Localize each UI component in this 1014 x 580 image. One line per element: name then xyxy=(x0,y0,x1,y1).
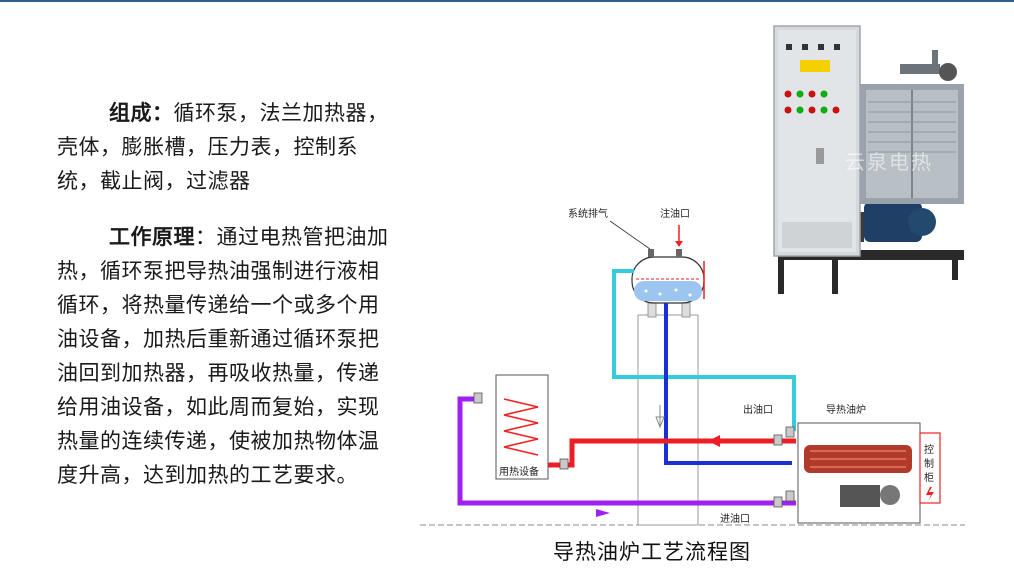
control-cabinet-diagram: 控 制 柜 xyxy=(919,432,941,504)
return-line xyxy=(457,396,796,506)
label-fill: 注油口 xyxy=(660,207,690,220)
composition-paragraph: 组成：循环泵，法兰加热器，壳体，膨胀槽，压力表，控制系统，截止阀，过滤器 xyxy=(57,96,392,198)
composition-body: 循环泵，法兰加热器，壳体，膨胀槽，压力表，控制系统，截止阀，过滤器 xyxy=(57,101,389,193)
composition-lead: 组成： xyxy=(109,101,174,125)
principle-paragraph: 工作原理：通过电热管把油加热，循环泵把导热油强制进行液相循环，将热量传递给一个或… xyxy=(57,220,392,492)
label-heater: 导热油炉 xyxy=(826,403,866,416)
label-outlet: 出油口 xyxy=(743,403,773,416)
oil-heater: 导热油炉 xyxy=(797,403,921,524)
process-flow-diagram: 系统排气 注油口 用热设备 出油口 进油口 导热油炉 控 xyxy=(420,207,965,526)
user-device: 用热设备 xyxy=(495,374,549,480)
warning-label xyxy=(800,60,830,72)
principle-body: ：通过电热管把油加热，循环泵把导热油强制进行液相循环，将热量传递给一个或多个用油… xyxy=(57,225,389,487)
label-user-device: 用热设备 xyxy=(499,465,539,478)
photo-watermark: 云泉电热 xyxy=(845,150,933,174)
principle-lead: 工作原理 xyxy=(109,225,195,249)
indicator-lights xyxy=(784,90,840,114)
label-cabinet-3: 柜 xyxy=(924,471,934,484)
description-text: 组成：循环泵，法兰加热器，壳体，膨胀槽，压力表，控制系统，截止阀，过滤器 工作原… xyxy=(57,96,392,492)
top-rule xyxy=(0,0,1014,2)
label-inlet: 进油口 xyxy=(720,512,750,525)
machine-photo xyxy=(773,25,964,294)
expansion-tank xyxy=(631,249,705,304)
label-vent: 系统排气 xyxy=(568,207,608,220)
cyan-expansion-line xyxy=(612,269,796,431)
diagram-caption: 导热油炉工艺流程图 xyxy=(553,540,751,564)
label-cabinet-2: 制 xyxy=(924,457,934,470)
label-cabinet-1: 控 xyxy=(924,443,934,456)
machine-base xyxy=(778,250,964,260)
blue-line xyxy=(664,303,792,465)
pump-motor xyxy=(864,202,922,242)
